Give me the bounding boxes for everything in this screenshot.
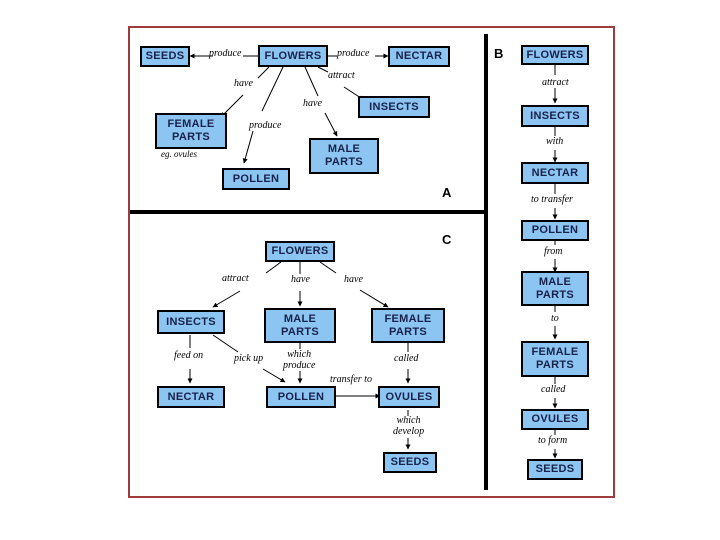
node-b-ovules[interactable]: OVULES (521, 409, 589, 430)
node-b-male-parts[interactable]: MALE PARTS (521, 271, 589, 306)
node-b-seeds[interactable]: SEEDS (527, 459, 583, 480)
node-c-flowers[interactable]: FLOWERS (265, 241, 335, 262)
edge-label-c-attract: attract (222, 273, 249, 284)
edge-label-c-called: called (394, 353, 419, 364)
node-c-ovules[interactable]: OVULES (378, 386, 440, 408)
edge-label-a-produce-nectar: produce (337, 48, 370, 59)
node-b-flowers[interactable]: FLOWERS (521, 45, 589, 65)
outer-frame-border (128, 26, 615, 498)
node-c-nectar[interactable]: NECTAR (157, 386, 225, 408)
edge-label-c-have-male: have (291, 274, 310, 285)
edge-label-a-produce-seeds: produce (209, 48, 242, 59)
node-b-female-parts[interactable]: FEMALE PARTS (521, 341, 589, 377)
edge-label-a-have-male: have (303, 98, 322, 109)
node-c-male-parts[interactable]: MALE PARTS (264, 308, 336, 343)
node-a-insects[interactable]: INSECTS (358, 96, 430, 118)
node-a-seeds[interactable]: SEEDS (140, 46, 190, 67)
horizontal-divider (130, 210, 488, 214)
edge-label-b-attract: attract (542, 77, 569, 88)
edge-label-a-have-female: have (234, 78, 253, 89)
node-b-insects[interactable]: INSECTS (521, 105, 589, 127)
edge-label-c-feed-on: feed on (174, 350, 204, 361)
edge-label-b-called: called (541, 384, 566, 395)
edge-label-c-which-develop: which develop (393, 415, 425, 437)
node-a-pollen[interactable]: POLLEN (222, 168, 290, 190)
node-b-nectar[interactable]: NECTAR (521, 162, 589, 184)
section-letter-c: C (442, 232, 452, 247)
node-a-flowers[interactable]: FLOWERS (258, 45, 328, 67)
edge-label-c-which-produce: which produce (283, 349, 316, 371)
edge-label-b-to-transfer: to transfer (531, 194, 573, 205)
node-a-nectar[interactable]: NECTAR (388, 46, 450, 67)
label-a-eg-ovules: eg. ovules (161, 149, 197, 159)
edge-label-a-attract: attract (328, 70, 355, 81)
edge-label-c-transfer-to: transfer to (330, 374, 372, 385)
node-a-male-parts[interactable]: MALE PARTS (309, 138, 379, 174)
vertical-divider (484, 34, 488, 490)
node-c-seeds[interactable]: SEEDS (383, 452, 437, 473)
edge-label-c-have-female: have (344, 274, 363, 285)
edge-label-b-from: from (544, 246, 563, 257)
edge-label-a-produce-pollen: produce (249, 120, 282, 131)
node-b-pollen[interactable]: POLLEN (521, 220, 589, 241)
edge-label-c-pick-up: pick up (234, 353, 264, 364)
edge-label-b-with: with (546, 136, 564, 147)
node-a-female-parts[interactable]: FEMALE PARTS (155, 113, 227, 149)
node-c-female-parts[interactable]: FEMALE PARTS (371, 308, 445, 343)
edge-label-b-to-form: to form (538, 435, 568, 446)
section-letter-a: A (442, 185, 452, 200)
node-c-pollen[interactable]: POLLEN (266, 386, 336, 408)
node-c-insects[interactable]: INSECTS (157, 310, 225, 334)
edge-label-b-to: to (551, 313, 559, 324)
section-letter-b: B (494, 46, 504, 61)
